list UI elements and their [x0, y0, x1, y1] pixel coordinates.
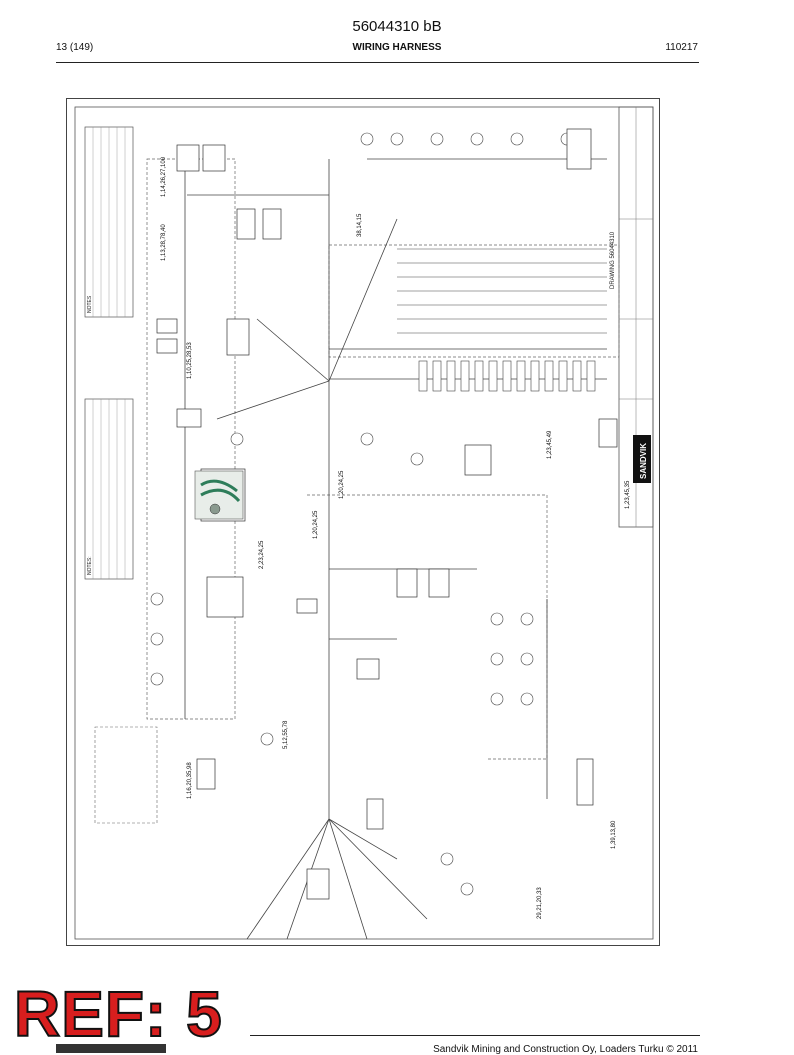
date-code: 110217	[665, 42, 698, 53]
connector-label: 1,23,45,49	[547, 430, 553, 459]
document-number: 56044310 bB	[352, 18, 442, 35]
connector-label: 2,23,24,25	[259, 540, 265, 569]
footer-copyright: Sandvik Mining and Construction Oy, Load…	[433, 1044, 698, 1055]
sandvik-logo	[633, 435, 651, 483]
round-connectors	[150, 132, 574, 896]
title-block: SANDVIK DRAWING 56044310	[610, 106, 654, 528]
ref-stamp: REF: 5	[13, 978, 223, 1050]
connector-label: 1,10,25,28,53	[187, 342, 193, 379]
connector-label: 1,13,28,78,40	[161, 224, 167, 261]
page-number: 13 (149)	[56, 42, 94, 53]
cable-photo	[194, 470, 244, 520]
connector-label: 1,14,26,27,100	[161, 156, 167, 197]
notes-box-middle: NOTES:	[84, 398, 134, 580]
connector-label: 1,20,24,25	[313, 510, 319, 539]
header-rule	[56, 62, 699, 63]
connector-labels: 1,14,26,27,100 1,13,28,78,40 1,10,25,28,…	[161, 156, 631, 919]
notes-box-top: NOTES	[84, 126, 134, 318]
connector-label: 1,23,45,35	[625, 480, 631, 509]
connector-label: 29,21,20,33	[537, 887, 543, 919]
notes-title-2: NOTES:	[87, 556, 93, 575]
wiring-diagram: SANDVIK DRAWING 56044310 NOTES NOTES:	[74, 106, 654, 940]
main-trunk	[184, 158, 607, 940]
drawing-number: DRAWING 56044310	[610, 231, 616, 289]
connector-label: 1,16,20,35,98	[187, 762, 193, 799]
connector-label: 5,12,55,78	[283, 720, 289, 749]
notes-title: NOTES	[87, 295, 93, 313]
section-title: WIRING HARNESS	[352, 42, 442, 53]
sandvik-footer-logo	[56, 1044, 166, 1053]
footer-rule	[250, 1035, 700, 1036]
brand-text: SANDVIK	[639, 443, 648, 479]
connector-legend-box	[94, 726, 158, 824]
connector-label: 1,39,13,80	[611, 820, 617, 849]
terminal-rows	[397, 248, 607, 392]
connector-label: 1,20,24,25	[339, 470, 345, 499]
wiring-diagram-sheet: SANDVIK DRAWING 56044310 NOTES NOTES:	[66, 98, 660, 946]
connector-label: 38,14,15	[357, 213, 363, 237]
